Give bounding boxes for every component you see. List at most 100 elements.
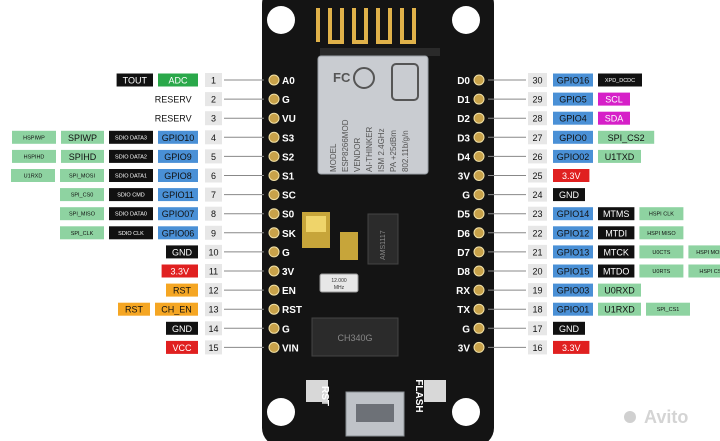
right-label-bg-2 xyxy=(639,226,684,240)
pin-number-badge xyxy=(205,187,222,202)
right-label-2: U0CTS xyxy=(652,250,670,256)
pin-pad xyxy=(473,74,485,86)
pin-number: 19 xyxy=(532,286,542,296)
pin-pad xyxy=(473,322,485,334)
right-label-0: GPIO15 xyxy=(557,267,590,277)
right-label-1: MTDO xyxy=(603,267,630,277)
pin-pad xyxy=(473,341,485,353)
left-label-bg xyxy=(109,188,153,202)
pin-number-badge xyxy=(528,283,547,298)
right-label-0: GPIO12 xyxy=(557,228,590,238)
flash-button[interactable] xyxy=(424,380,446,402)
left-label: 3.3V xyxy=(171,267,190,277)
pin-pad xyxy=(473,265,485,277)
left-label: RST xyxy=(125,305,144,315)
right-label-bg-0 xyxy=(553,73,593,87)
pin-number: 6 xyxy=(211,171,216,181)
pin-number: 4 xyxy=(211,133,216,143)
pin-number: 2 xyxy=(211,95,216,105)
rst-button[interactable] xyxy=(306,380,328,402)
right-label-bg-1 xyxy=(598,226,635,240)
right-label-0: GPIO0 xyxy=(559,133,587,143)
right-label-bg-1 xyxy=(598,111,630,125)
pin-pad xyxy=(473,112,485,124)
pin-number: 22 xyxy=(532,228,542,238)
board-pin-label: TX xyxy=(457,305,470,316)
pin-pad xyxy=(268,284,280,296)
left-label-bg xyxy=(12,149,56,163)
left-label: SDIO DATA1 xyxy=(115,174,147,180)
right-label-0: GPIO03 xyxy=(557,286,590,296)
pin-pad xyxy=(268,303,280,315)
right-label-bg-0 xyxy=(553,245,593,259)
right-label-2: SPI_CS1 xyxy=(657,307,680,313)
crystal xyxy=(319,273,359,293)
pin-pad xyxy=(268,189,280,201)
pin-number-badge xyxy=(205,149,222,164)
right-label-1: MTCK xyxy=(603,247,629,257)
pin-pad xyxy=(268,131,280,143)
right-label-bg-0 xyxy=(553,302,593,316)
board-pin-label: VU xyxy=(282,114,296,125)
pin-number: 15 xyxy=(208,343,218,353)
board-pin-label: S3 xyxy=(282,133,295,144)
pin-number: 21 xyxy=(532,247,542,257)
right-label-0: 3.3V xyxy=(562,171,581,181)
left-label-bg xyxy=(12,130,56,144)
left-label: GPIO07 xyxy=(162,209,195,219)
pin-number: 11 xyxy=(209,267,218,277)
pin-number: 23 xyxy=(532,209,542,219)
right-label-2: HSPI CLK xyxy=(649,212,674,218)
left-label-bg xyxy=(109,226,153,240)
pin-number-badge xyxy=(528,111,547,126)
board-pin-label: SK xyxy=(282,229,297,240)
pin-pad xyxy=(268,170,280,181)
pin-number: 14 xyxy=(208,324,218,334)
left-label: SDIO DATA0 xyxy=(115,212,147,218)
right-label-bg-2 xyxy=(646,302,690,316)
left-label: SDIO CMD xyxy=(117,193,145,199)
left-label-bg xyxy=(158,188,198,202)
left-label-bg xyxy=(61,130,104,144)
board-pin-label: S1 xyxy=(282,172,295,183)
pin-number-badge xyxy=(205,302,222,317)
module-text-line: VENDOR xyxy=(353,138,362,172)
board-pin-label: D6 xyxy=(457,229,470,240)
left-label: U1RXD xyxy=(24,174,43,180)
left-label-bg xyxy=(118,302,150,316)
right-label-1: SCL xyxy=(605,95,623,105)
left-label: SPI_MISO xyxy=(69,212,96,218)
capacitor-cap xyxy=(306,216,326,232)
pin-pad xyxy=(268,265,280,277)
right-label-1: U0RXD xyxy=(604,286,635,296)
right-label-bg-0 xyxy=(553,169,590,182)
right-label-0: GPIO01 xyxy=(557,305,590,315)
right-label-0: GPIO13 xyxy=(557,247,590,257)
module-text-line: 802.11b/g/n xyxy=(401,130,410,172)
right-label-bg-1 xyxy=(598,207,635,221)
pin-number-badge xyxy=(205,283,222,298)
pin-number: 25 xyxy=(532,171,542,181)
right-label-1: U1TXD xyxy=(605,152,635,162)
right-label-2: HSPI MISO xyxy=(647,231,676,237)
pin-pad xyxy=(268,208,280,220)
pin-number: 13 xyxy=(208,305,218,315)
pin-number-badge xyxy=(205,321,222,336)
board-pin-label: SC xyxy=(282,191,296,202)
right-label-bg-1 xyxy=(598,149,641,163)
fcc-logo: FC xyxy=(333,70,351,85)
module-text-line: AI-THINKER xyxy=(365,126,374,172)
